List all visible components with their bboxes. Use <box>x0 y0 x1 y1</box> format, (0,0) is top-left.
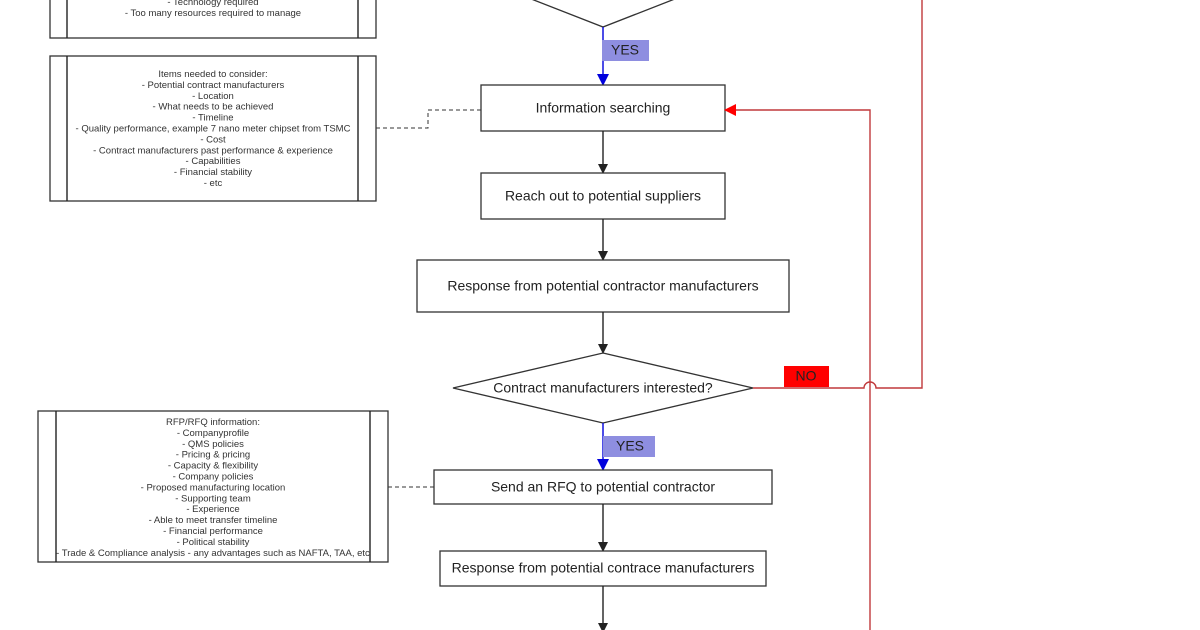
step-label: Response from potential contractor manuf… <box>447 278 758 294</box>
note-line: - Pricing & pricing <box>176 450 250 461</box>
note-line: - Proposed manufacturing location <box>141 482 286 493</box>
note-line: - Experience <box>186 504 239 515</box>
yes-label: YES <box>616 438 644 454</box>
note-line: - Financial stability <box>174 167 252 178</box>
note-line: - Location <box>192 91 234 102</box>
decision-label: Contract manufacturers interested? <box>493 380 713 396</box>
note-line: - Capacity & flexibility <box>168 461 259 472</box>
step-response-1[interactable] <box>416 259 790 313</box>
step-info-search[interactable] <box>480 84 726 132</box>
note-line: - Financial performance <box>163 526 263 537</box>
note-line: - Company policies <box>173 472 254 483</box>
step-label: Reach out to potential suppliers <box>505 188 701 204</box>
note-rfp: RFP/RFQ information:- Companyprofile- QM… <box>37 410 389 563</box>
yes-label: YES <box>611 42 639 58</box>
step-label: Information searching <box>536 100 671 116</box>
step-reach-out[interactable] <box>480 172 726 220</box>
note-line: - Contract manufacturers past performanc… <box>93 145 333 156</box>
step-response-2[interactable] <box>439 550 767 587</box>
note-line: - etc <box>204 178 223 189</box>
note-connector <box>376 109 481 129</box>
note-line: - Timeline <box>192 113 233 124</box>
note-line: - Able to meet transfer timeline <box>149 515 278 526</box>
note-top: - Technology required - Too many resourc… <box>49 0 377 39</box>
step-label: Response from potential contrace manufac… <box>452 560 755 576</box>
note-line: - Quality performance, example 7 nano me… <box>76 124 351 135</box>
note-line: - Supporting team <box>175 493 251 504</box>
step-label: Send an RFQ to potential contractor <box>491 479 715 495</box>
note-line: RFP/RFQ information: <box>166 417 260 428</box>
note-line: - What needs to be achieved <box>153 102 274 113</box>
note-considerations: Items needed to consider:- Potential con… <box>49 55 377 202</box>
note-line: - Potential contract manufacturers <box>142 80 285 91</box>
note-line: - Companyprofile <box>177 428 249 439</box>
note-line: - Trade & Compliance analysis - any adva… <box>56 548 370 559</box>
decision-diamond-top <box>532 0 674 28</box>
no-badge <box>784 366 829 387</box>
note-line: - Political stability <box>177 537 250 548</box>
loop-back-path <box>724 104 871 630</box>
note-line: - Too many resources required to manage <box>125 8 301 19</box>
note-line: - Capabilities <box>186 156 241 167</box>
no-label: NO <box>796 368 817 384</box>
note-line: - QMS policies <box>182 439 244 450</box>
note-line: - Technology required <box>167 0 258 8</box>
note-line: Items needed to consider: <box>158 69 267 80</box>
yes-badge <box>602 40 649 61</box>
no-path <box>753 0 923 389</box>
note-line: - Cost <box>200 134 226 145</box>
yes-badge <box>603 436 655 457</box>
